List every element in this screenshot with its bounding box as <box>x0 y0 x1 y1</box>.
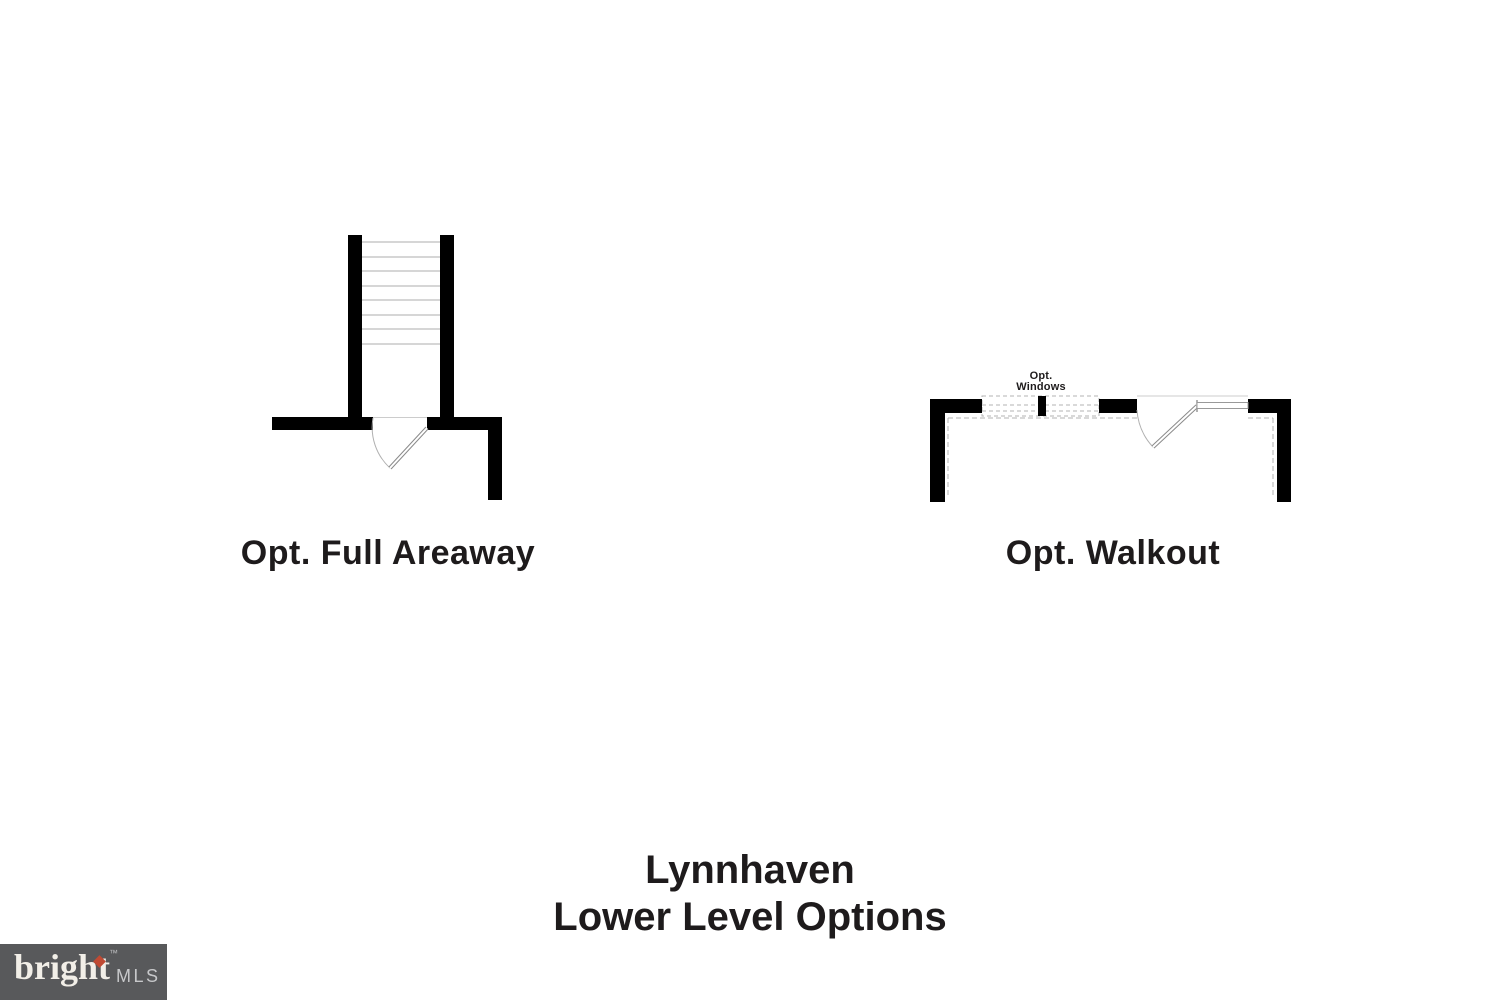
areaway-door-leaf <box>388 426 429 470</box>
trademark-symbol: ™ <box>109 948 118 958</box>
opt-windows-note-line2: Windows <box>1016 381 1066 393</box>
areaway-walls <box>272 235 502 500</box>
areaway-diagram <box>272 235 502 500</box>
plan-name: Lynnhaven <box>645 848 855 892</box>
walkout-walls <box>930 396 1291 502</box>
brightmls-wordmark: bright <box>14 947 111 987</box>
areaway-door-swing-arc <box>371 417 391 469</box>
opt-windows-note: Opt. Windows <box>966 371 1116 393</box>
plan-subtitle: Lower Level Options <box>553 895 947 939</box>
areaway-label: Opt. Full Areaway <box>240 534 536 572</box>
stair-treads <box>362 241 440 345</box>
opt-windows-note-line1: Opt. <box>1029 370 1053 382</box>
brightmls-logo: bright ™ MLS <box>0 944 167 1000</box>
walkout-door-leaf <box>1151 404 1199 449</box>
walkout-interior-dashed-outline <box>947 417 1274 498</box>
mls-label: MLS <box>116 966 161 986</box>
plan-title: Lynnhaven Lower Level Options <box>450 847 1050 941</box>
walkout-fixed-panel <box>1196 402 1249 409</box>
walkout-label: Opt. Walkout <box>1005 534 1221 572</box>
walkout-door-swing-arc <box>1136 409 1154 448</box>
walkout-diagram <box>930 395 1291 502</box>
